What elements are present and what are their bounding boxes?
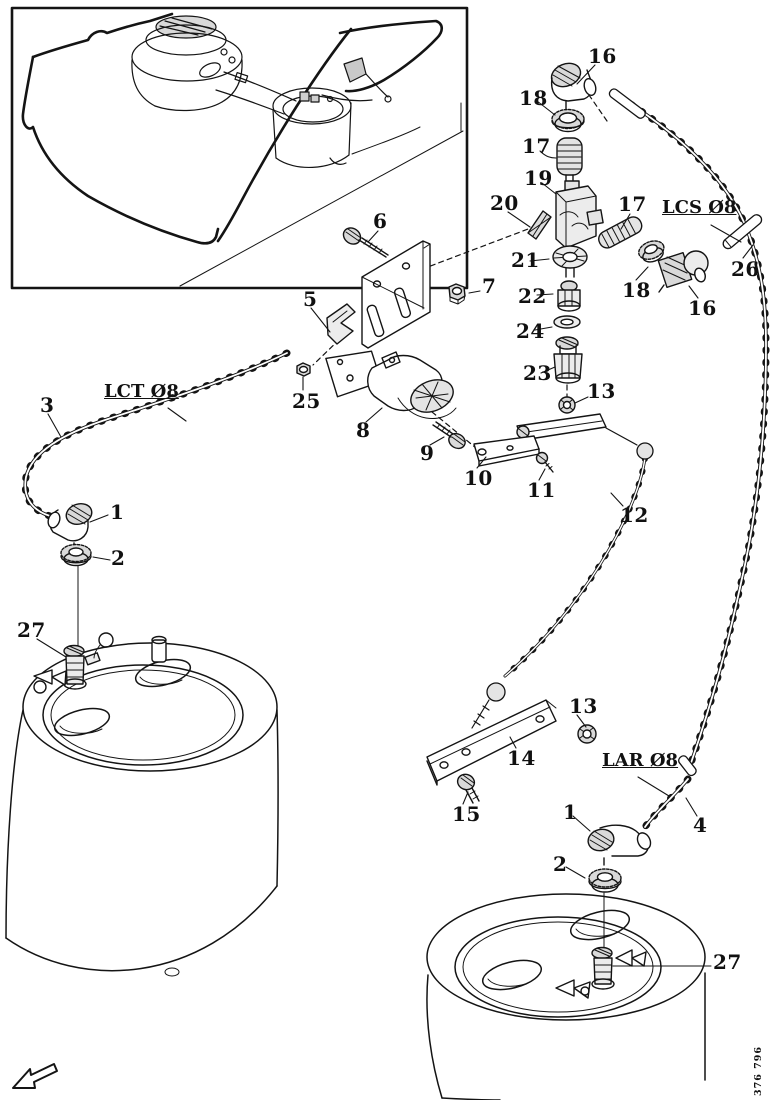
part-24-washer xyxy=(553,315,581,329)
part-18-ring-branch xyxy=(638,240,665,263)
callout-19: 19 xyxy=(524,166,553,190)
part-26-tube xyxy=(722,214,763,250)
callout-17-branch: 17 xyxy=(618,192,647,216)
hose-lct xyxy=(21,349,291,520)
part-21-disc xyxy=(552,245,588,278)
part-17-valve-top xyxy=(556,137,583,183)
callout-11: 11 xyxy=(527,478,556,502)
callout-26: 26 xyxy=(731,257,760,281)
direction-arrow-icon xyxy=(12,1063,58,1089)
callout-18-branch: 18 xyxy=(622,278,651,302)
part-1-elbow-left xyxy=(47,502,93,550)
callout-22: 22 xyxy=(518,284,547,308)
hose-label-lct: LCT Ø8 xyxy=(104,381,179,402)
callout-3: 3 xyxy=(40,393,55,417)
part-5-bracket xyxy=(325,303,382,398)
part-20-clip xyxy=(527,210,552,240)
part-22-fitting xyxy=(557,280,581,312)
callout-2-left: 2 xyxy=(111,546,126,570)
callout-27-right: 27 xyxy=(713,950,742,974)
part-18-ring-top xyxy=(551,108,585,133)
callout-15: 15 xyxy=(452,802,481,826)
callout-13-lower: 13 xyxy=(569,694,598,718)
callout-7: 7 xyxy=(482,274,497,298)
callout-24: 24 xyxy=(516,319,545,343)
part-9-bolt xyxy=(432,421,466,450)
part-13-nut-upper xyxy=(558,396,576,414)
part-27-tank-valve-left xyxy=(33,632,167,694)
part-16-elbow-top xyxy=(550,62,597,110)
hose-end-sleeve-top xyxy=(608,88,646,119)
hose-lcs-lar-long xyxy=(617,94,770,777)
part-19-tee-body xyxy=(555,180,604,257)
inset-right-tank xyxy=(272,57,392,168)
part-16-elbow-branch xyxy=(657,250,709,293)
right-tank xyxy=(426,893,706,1100)
callout-18-top: 18 xyxy=(519,86,548,110)
hose-lar-lower-segment xyxy=(641,775,692,831)
hose-label-lcs: LCS Ø8 xyxy=(662,197,737,218)
callout-13-upper: 13 xyxy=(587,379,616,403)
part-14-support-arm xyxy=(426,699,557,786)
part-2-nut-left xyxy=(60,543,92,567)
callout-8: 8 xyxy=(356,418,371,442)
inset-overview xyxy=(10,6,469,290)
part-25-nut xyxy=(296,362,311,377)
part-8-regulator xyxy=(367,351,457,419)
callout-17-top: 17 xyxy=(522,134,551,158)
part-27-tank-valve-right xyxy=(555,946,647,999)
callout-1-right: 1 xyxy=(563,800,578,824)
left-tank xyxy=(5,642,279,977)
part-6-bolt xyxy=(342,227,389,258)
part-7-nut xyxy=(448,283,466,305)
callout-20: 20 xyxy=(490,191,519,215)
inset-left-tank xyxy=(131,15,243,112)
callout-14: 14 xyxy=(507,746,536,770)
inset-console-arm xyxy=(215,71,297,115)
callout-27-left: 27 xyxy=(17,618,46,642)
part-mounting-plate xyxy=(361,240,431,349)
figure-code: 376 796 xyxy=(753,1046,764,1096)
part-10-link-bar xyxy=(473,435,540,467)
part-15-bolt xyxy=(456,773,480,804)
part-13-nut-lower xyxy=(577,724,597,744)
callout-5: 5 xyxy=(303,287,318,311)
part-2-nut-right xyxy=(588,868,622,893)
callout-16-branch: 16 xyxy=(688,296,717,320)
part-17-valve-branch xyxy=(598,216,643,249)
hose-label-lar: LAR Ø8 xyxy=(602,750,679,771)
callout-25: 25 xyxy=(292,389,321,413)
callout-9: 9 xyxy=(420,441,435,465)
callout-21: 21 xyxy=(511,248,540,272)
rod-12 xyxy=(471,427,654,729)
callout-16-top: 16 xyxy=(588,44,617,68)
callout-2-right: 2 xyxy=(553,852,568,876)
callout-12: 12 xyxy=(620,503,649,527)
part-23-valve xyxy=(553,336,583,384)
part-11-screw xyxy=(535,451,554,473)
callout-23: 23 xyxy=(523,361,552,385)
callout-4: 4 xyxy=(693,813,708,837)
callout-10: 10 xyxy=(464,466,493,490)
part-1-elbow-right xyxy=(587,824,652,866)
part-upper-link-bar xyxy=(516,413,607,441)
callout-6: 6 xyxy=(373,209,388,233)
callout-1-left: 1 xyxy=(110,500,125,524)
leader-lines xyxy=(36,64,754,967)
